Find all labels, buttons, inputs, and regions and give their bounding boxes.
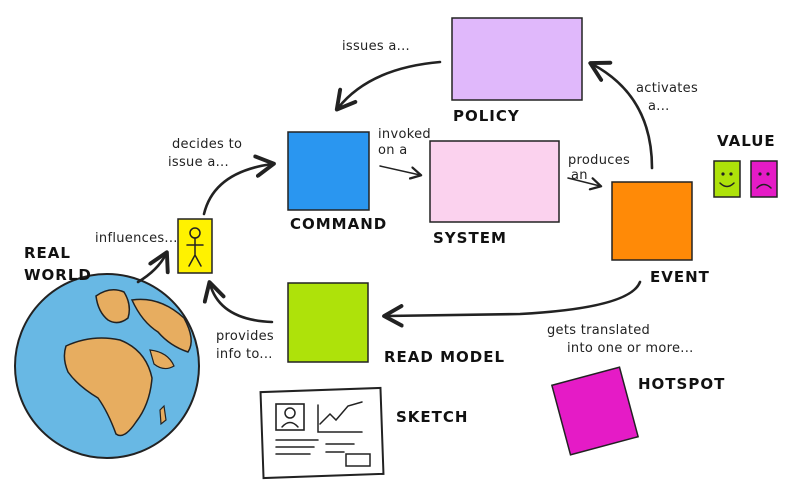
event-node: EVENT [611,181,710,286]
read-model-node: READ MODEL [287,282,505,366]
produces-label-line1: produces [568,153,630,168]
policy-label: POLICY [453,107,520,125]
hotspot-sticky [550,366,640,456]
event-to-policy-arrow [588,60,654,170]
provides-label-line1: provides [216,329,274,344]
activates-label-line2: a... [648,99,670,114]
world-to-actor-arrow [136,250,170,284]
event-sticky [611,181,693,261]
system-sticky [429,140,560,223]
value-bad-sticky [750,160,778,198]
activates-label-line1: activates [636,81,698,96]
provides-label-line2: info to... [216,347,273,362]
command-label: COMMAND [290,215,387,233]
hotspot-label: HOTSPOT [638,375,725,393]
asia-land [130,298,192,353]
decides-label-line1: decides to [172,137,242,152]
value-good-sticky [713,160,741,198]
africa-land [63,337,153,437]
actor-node [177,218,213,274]
command-sticky [287,131,370,211]
sketch-icon [259,386,385,480]
value-label: VALUE [717,132,776,150]
readmodel-to-actor-arrow [202,280,274,324]
sad-face-icon [756,172,772,189]
happy-face-icon [719,172,735,188]
europe-land [95,289,131,324]
issues-a-label: issues a... [342,39,410,54]
policy-to-command-arrow [334,60,442,112]
value-node: VALUE [713,132,778,198]
read-model-label: READ MODEL [384,348,505,366]
command-node: COMMAND [287,131,387,233]
translated-label-line1: gets translated [547,323,650,338]
real-world-label-line1: REAL [24,244,71,262]
invoked-label-line1: invoked [378,127,431,142]
system-label: SYSTEM [433,229,507,247]
system-to-event-arrow [567,177,603,191]
decides-label-line2: issue a... [168,155,229,170]
invoked-label-line2: on a [378,143,408,158]
hotspot-node: HOTSPOT [550,366,725,456]
actor-to-command-arrow [202,154,276,216]
event-label: EVENT [650,268,710,286]
madagascar-land [159,404,167,426]
arabia-land [149,349,175,370]
real-world-label-line2: WORLD [24,266,92,284]
policy-sticky [451,17,583,101]
produces-label-line2: an [571,168,588,183]
stick-figure-icon [186,227,204,267]
translated-label-line2: into one or more... [567,341,694,356]
command-to-system-arrow [379,165,423,180]
sketch-label: SKETCH [396,408,468,426]
read-model-sticky [287,282,369,363]
globe-icon [14,273,200,459]
policy-node: POLICY [451,17,583,125]
event-to-readmodel-arrow [382,280,642,328]
influences-label: influences... [95,231,178,246]
system-node: SYSTEM [429,140,560,247]
